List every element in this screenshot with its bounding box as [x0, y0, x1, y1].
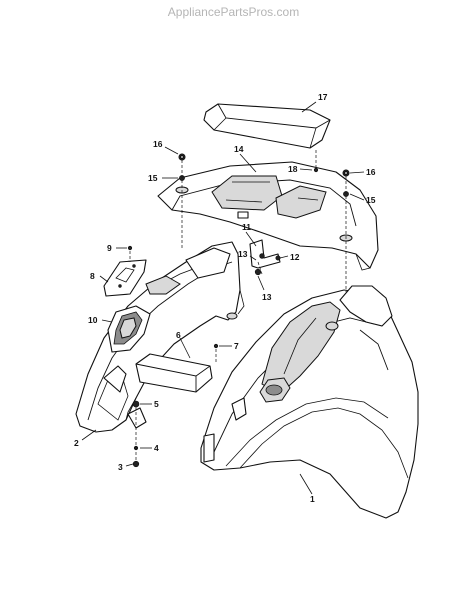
callout-13-upper: 13: [238, 249, 248, 259]
callout-10: 10: [88, 315, 98, 325]
callout-4: 4: [154, 443, 159, 453]
callout-3: 3: [118, 462, 123, 472]
part-9-screw: [127, 245, 133, 251]
watermark-text: AppliancePartsPros.com: [167, 5, 300, 19]
callout-18: 18: [288, 164, 298, 174]
callout-5: 5: [154, 399, 159, 409]
callout-15-left: 15: [148, 173, 158, 183]
callout-12: 12: [290, 252, 300, 262]
callout-1: 1: [310, 494, 315, 504]
callout-6: 6: [176, 330, 181, 340]
leader-lines: [81, 101, 365, 495]
callout-11: 11: [242, 222, 251, 232]
part-14-upper-console: [157, 161, 379, 271]
part-12-screw: [275, 255, 281, 261]
part-1-rear-fender: [200, 285, 419, 519]
callout-labels: 17 14 16 15 16 15 18 11 13 12 13 9 8 10 …: [74, 92, 376, 504]
part-6-inner-panel: [135, 353, 213, 393]
callout-16-right: 16: [366, 167, 376, 177]
part-13-nut-upper: [259, 253, 265, 259]
part-7-screw: [213, 343, 219, 349]
callout-13-lower: 13: [262, 292, 272, 302]
part-8-mounting-plate: [103, 259, 147, 297]
callout-17: 17: [318, 92, 328, 102]
part-2-front-pod: [75, 241, 245, 433]
part-18-clip: [313, 167, 319, 173]
alignment-lines: [129, 150, 347, 462]
part-13-nut-lower: [254, 268, 262, 276]
callout-7: 7: [234, 341, 239, 351]
callout-15-right: 15: [366, 195, 376, 205]
part-17-rear-cap: [203, 103, 331, 149]
callout-9: 9: [107, 243, 112, 253]
part-3-bolt: [132, 460, 140, 468]
callout-16-left: 16: [153, 139, 163, 149]
callout-14: 14: [234, 144, 244, 154]
callout-2: 2: [74, 438, 79, 448]
callout-8: 8: [90, 271, 95, 281]
part-10-gauge-bezel: [107, 305, 151, 353]
part-5-nut: [132, 400, 140, 408]
